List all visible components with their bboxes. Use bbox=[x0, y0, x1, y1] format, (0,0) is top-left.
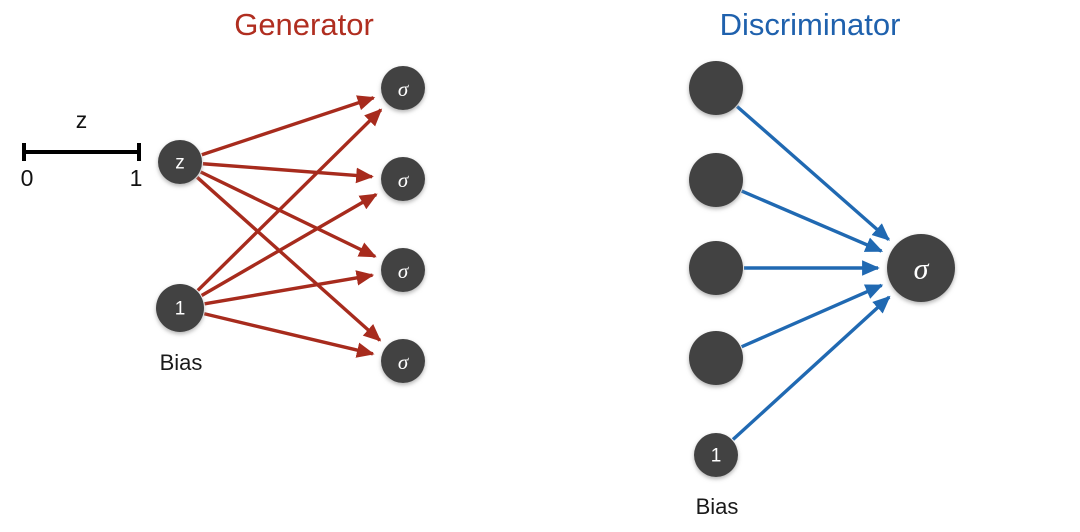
z-axis-max-label: 1 bbox=[130, 165, 143, 191]
node-circle bbox=[381, 248, 425, 292]
node-circle bbox=[689, 241, 743, 295]
generator-node-group: z 1 σ σ σ σ bbox=[156, 66, 425, 383]
node-label: σ bbox=[914, 253, 930, 286]
generator-edge-1 bbox=[201, 95, 376, 157]
discriminator-edge-5 bbox=[731, 295, 891, 441]
node-label: 1 bbox=[175, 299, 186, 320]
discriminator-input-node-3 bbox=[689, 241, 743, 295]
node-circle bbox=[381, 339, 425, 383]
generator-output-node-3: σ bbox=[381, 248, 425, 292]
discriminator-edge-group bbox=[731, 105, 891, 441]
z-axis-min-label: 0 bbox=[21, 165, 34, 191]
node-label: σ bbox=[398, 77, 410, 101]
node-circle bbox=[689, 331, 743, 385]
discriminator-edge-1 bbox=[735, 105, 891, 241]
node-circle bbox=[887, 234, 955, 302]
node-circle bbox=[689, 153, 743, 207]
generator-edge-3 bbox=[199, 170, 377, 259]
generator-bias-caption: Bias bbox=[160, 350, 203, 375]
generator-edge-5 bbox=[196, 108, 383, 292]
generator-edge-2 bbox=[202, 162, 374, 184]
node-circle bbox=[381, 66, 425, 110]
node-circle bbox=[156, 284, 204, 332]
discriminator-bias-caption: Bias bbox=[696, 494, 739, 519]
z-axis: z 0 1 bbox=[21, 107, 143, 191]
discriminator-input-node-1 bbox=[689, 61, 743, 115]
node-circle bbox=[381, 157, 425, 201]
node-label: 1 bbox=[711, 446, 722, 467]
z-axis-label: z bbox=[76, 107, 88, 133]
generator-edge-7 bbox=[204, 270, 375, 306]
generator-edge-4 bbox=[196, 176, 382, 342]
node-label: σ bbox=[398, 350, 410, 374]
generator-input-node-2: 1 bbox=[156, 284, 204, 332]
discriminator-input-node-5: 1 bbox=[694, 433, 738, 477]
generator-output-node-2: σ bbox=[381, 157, 425, 201]
node-circle bbox=[689, 61, 743, 115]
discriminator-edge-2 bbox=[741, 189, 884, 253]
discriminator-title: Discriminator bbox=[720, 7, 901, 42]
discriminator-edge-4 bbox=[740, 283, 884, 349]
discriminator-node-group: 1σ bbox=[689, 61, 955, 477]
generator-output-node-4: σ bbox=[381, 339, 425, 383]
node-label: σ bbox=[398, 259, 410, 283]
node-circle bbox=[158, 140, 202, 184]
generator-title: Generator bbox=[234, 7, 374, 42]
discriminator-input-node-2 bbox=[689, 153, 743, 207]
generator-edge-group bbox=[196, 95, 383, 358]
generator-input-node-1: z bbox=[158, 140, 202, 184]
generator-edge-6 bbox=[200, 193, 378, 297]
node-label: z bbox=[175, 153, 185, 174]
generator-edge-8 bbox=[203, 312, 375, 358]
node-circle bbox=[694, 433, 738, 477]
discriminator-input-node-4 bbox=[689, 331, 743, 385]
node-label: σ bbox=[398, 168, 410, 192]
discriminator-output-node-1: σ bbox=[887, 234, 955, 302]
generator-output-node-1: σ bbox=[381, 66, 425, 110]
